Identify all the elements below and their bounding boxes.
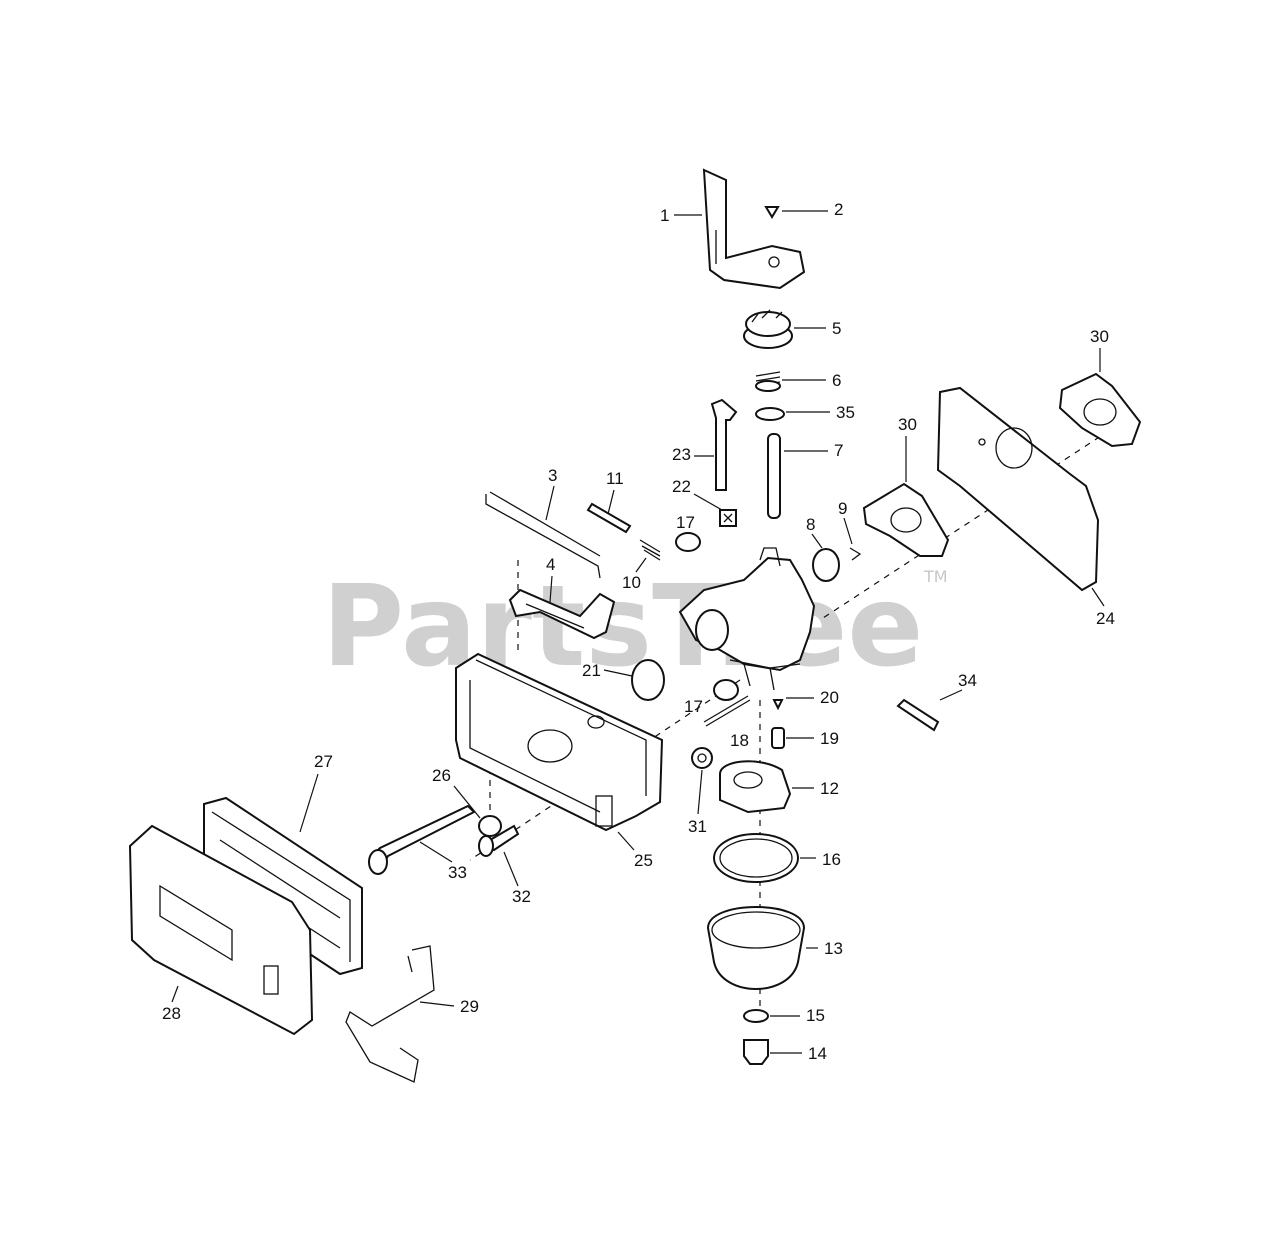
part-screw-2 [764, 206, 780, 219]
part-diaphragm-8 [812, 548, 840, 582]
part-float-12 [719, 760, 792, 814]
callout-26: 26 [432, 766, 451, 785]
callout-22: 22 [672, 477, 691, 496]
callout-12: 12 [820, 779, 839, 798]
part-spring-10 [639, 539, 661, 561]
part-bowl-13 [706, 906, 806, 990]
callout-25: 25 [634, 851, 653, 870]
part-spring-6 [755, 371, 781, 392]
part-pin-9 [849, 547, 862, 561]
part-screw-34 [896, 698, 940, 732]
callout-35: 35 [836, 403, 855, 422]
part-choke-4 [508, 588, 616, 640]
callout-2: 2 [834, 200, 843, 219]
watermark-brand: PartsTree [322, 562, 923, 692]
callout-6: 6 [832, 371, 841, 390]
part-filter-base-25 [455, 652, 664, 832]
callout-21: 21 [582, 661, 601, 680]
callout-33: 33 [448, 863, 467, 882]
part-needle-20 [772, 699, 784, 711]
callout-17-upper: 17 [676, 513, 695, 532]
part-gasket-30-upper [1058, 372, 1142, 448]
part-screw-11 [586, 502, 632, 534]
callout-29: 29 [460, 997, 479, 1016]
callout-15: 15 [806, 1006, 825, 1025]
callout-30-lower: 30 [898, 415, 917, 434]
watermark: PartsTree TM [322, 562, 948, 692]
callout-11: 11 [606, 469, 624, 488]
part-gasket-30-lower [862, 482, 950, 557]
callout-16: 16 [822, 850, 841, 869]
part-carburetor-body [678, 547, 816, 691]
callout-34: 34 [958, 671, 977, 690]
callout-32: 32 [512, 887, 531, 906]
callout-17-lower: 17 [684, 697, 703, 716]
callout-30-upper: 30 [1090, 327, 1109, 346]
callout-31: 31 [688, 817, 707, 836]
part-rod-3 [485, 491, 601, 579]
callout-14: 14 [808, 1044, 827, 1063]
part-lever-23 [710, 398, 738, 491]
part-oring-35 [755, 407, 785, 421]
part-washer-15 [743, 1009, 769, 1023]
callout-28: 28 [162, 1004, 181, 1023]
part-bolt-14 [743, 1039, 769, 1065]
callout-9: 9 [838, 499, 847, 518]
callout-13: 13 [824, 939, 843, 958]
part-jet-19 [771, 727, 785, 749]
part-clip-22 [719, 509, 737, 527]
part-disc-21 [631, 659, 665, 701]
callouts: 1 2 5 6 35 7 23 22 30 30 24 8 9 3 11 17 … [162, 200, 1115, 1063]
part-filter-cover-28 [128, 824, 314, 1036]
part-plug-17-lower [713, 679, 739, 701]
part-pin-18 [703, 695, 751, 727]
part-plate-24 [936, 386, 1100, 592]
part-bolt-33 [368, 804, 476, 875]
callout-18: 18 [730, 731, 749, 750]
callout-23: 23 [672, 445, 691, 464]
callout-1: 1 [660, 206, 669, 225]
watermark-trademark: TM [923, 567, 948, 586]
callout-3: 3 [548, 466, 557, 485]
part-nut-31 [691, 747, 713, 769]
callout-24: 24 [1096, 609, 1115, 628]
part-spacer-26 [478, 815, 502, 837]
callout-27: 27 [314, 752, 333, 771]
part-shaft-7 [767, 433, 781, 519]
callout-4: 4 [546, 555, 555, 574]
part-ring-16 [713, 833, 799, 883]
callout-7: 7 [834, 441, 843, 460]
callout-8: 8 [806, 515, 815, 534]
part-bolt-32 [478, 824, 520, 857]
part-wire-29 [345, 945, 435, 1083]
part-bracket-1 [702, 168, 806, 290]
callout-20: 20 [820, 688, 839, 707]
callout-5: 5 [832, 319, 841, 338]
part-gear-5 [743, 309, 793, 349]
callout-10: 10 [622, 573, 641, 592]
part-plug-17-upper [675, 532, 701, 552]
callout-19: 19 [820, 729, 839, 748]
